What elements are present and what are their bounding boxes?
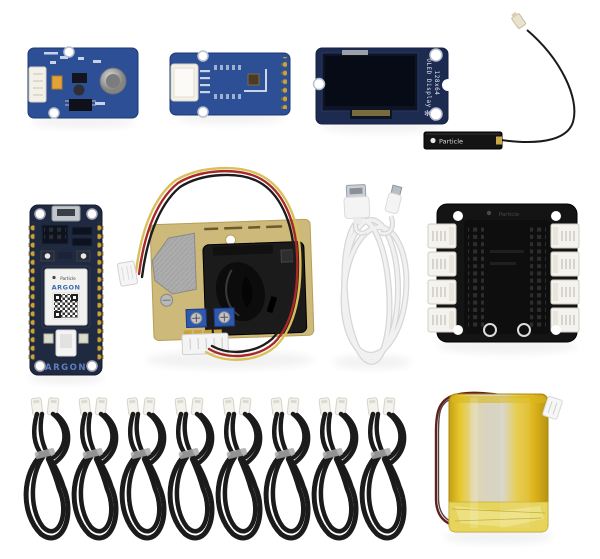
metal-shield <box>151 232 197 295</box>
oled-display-module: OLED Display 128x64 ✻ ✳ <box>312 47 454 125</box>
plated-hole <box>483 323 497 337</box>
antenna-cable <box>500 29 576 143</box>
mounting-hole <box>197 106 209 118</box>
grove-port <box>427 251 457 277</box>
grove-cable <box>122 397 164 538</box>
solder-pads <box>214 65 241 99</box>
housing-label <box>280 249 294 263</box>
grove-port <box>427 223 457 249</box>
grove-cable <box>170 397 212 538</box>
antenna-brand-label: Particle <box>439 138 463 146</box>
mounting-hole <box>86 360 98 372</box>
mounting-hole <box>86 208 98 220</box>
oled-silkscreen-line2: 128x64 <box>433 71 440 96</box>
air-quality-sensor-module <box>27 46 139 119</box>
header-field <box>464 220 550 334</box>
mounting-hole <box>551 211 561 221</box>
argon-silkscreen-label: ARGON <box>45 363 87 373</box>
mounting-hole <box>551 325 561 335</box>
grove-port <box>550 279 580 305</box>
argon-dev-board: Particle ARGON ARGON <box>28 204 104 376</box>
particle-logo-icon <box>486 210 492 216</box>
grove-connector <box>170 63 199 102</box>
argon-label-model: ARGON <box>52 284 81 292</box>
battery-connector <box>55 329 77 357</box>
plated-hole <box>517 323 531 337</box>
micro-usb-connector <box>384 184 403 214</box>
argon-label-brand: Particle <box>60 276 76 281</box>
potentiometer <box>213 307 236 328</box>
grove-port <box>427 279 457 305</box>
ic-chip <box>72 73 87 83</box>
ic-chip <box>69 99 92 111</box>
battery-jst-connector <box>542 396 563 420</box>
inductor <box>73 84 85 96</box>
grove-connector <box>28 66 47 103</box>
sensor-wire-harness <box>134 166 302 361</box>
mounting-hole <box>453 211 463 221</box>
grove-cables-row <box>26 397 404 538</box>
mounting-hole <box>312 77 326 91</box>
usb-cable <box>340 184 410 365</box>
particle-logo-icon <box>52 275 56 280</box>
reset-button <box>76 250 91 262</box>
oled-silkscreen-line1: OLED Display <box>425 58 432 107</box>
grove-cable <box>74 397 116 538</box>
seeed-logo-icon: ✻ <box>424 109 431 118</box>
humidity-sensor-chip <box>247 73 260 86</box>
qr-code <box>52 292 80 320</box>
grove-port <box>550 251 580 277</box>
mounting-hole <box>63 46 75 58</box>
ufl-connector <box>511 11 527 29</box>
castellated-pins-right <box>97 222 104 360</box>
castellated-pins-left <box>28 222 35 360</box>
particle-logo-icon <box>430 137 436 144</box>
capacitor <box>51 75 63 90</box>
grove-port <box>427 307 457 333</box>
shield-brand-label: Particle <box>499 212 520 218</box>
lipo-battery <box>434 391 563 533</box>
breakout-pads <box>281 57 287 109</box>
mounting-hole <box>429 48 443 62</box>
mounting-hole <box>48 107 60 119</box>
grove-cable <box>26 397 68 538</box>
battery-foil-fold <box>448 501 549 533</box>
rf-shield-label: Particle ARGON <box>41 265 91 329</box>
dust-sensor-module <box>116 166 315 361</box>
mounting-hole <box>34 208 46 220</box>
grove-cable <box>314 397 356 538</box>
grove-cable <box>266 397 308 538</box>
grove-shield: Particle <box>427 203 580 343</box>
micro-usb-port <box>51 205 81 222</box>
temp-humidity-sensor-module <box>169 50 291 118</box>
cable-coil <box>340 215 410 365</box>
mode-button <box>40 250 55 262</box>
mounting-hole <box>197 50 209 62</box>
mounting-hole <box>429 107 443 121</box>
grove-port <box>550 223 580 249</box>
oled-screen <box>325 56 415 106</box>
wifi-antenna: Particle <box>423 11 576 150</box>
harness-jst-connector <box>116 260 138 287</box>
flex-connector <box>352 110 390 116</box>
mounting-hole <box>34 360 46 372</box>
potentiometer <box>185 308 208 329</box>
grove-cable <box>362 397 404 538</box>
usb-a-connector <box>343 184 371 225</box>
grove-cable <box>218 397 260 538</box>
mounting-hole <box>453 325 463 335</box>
